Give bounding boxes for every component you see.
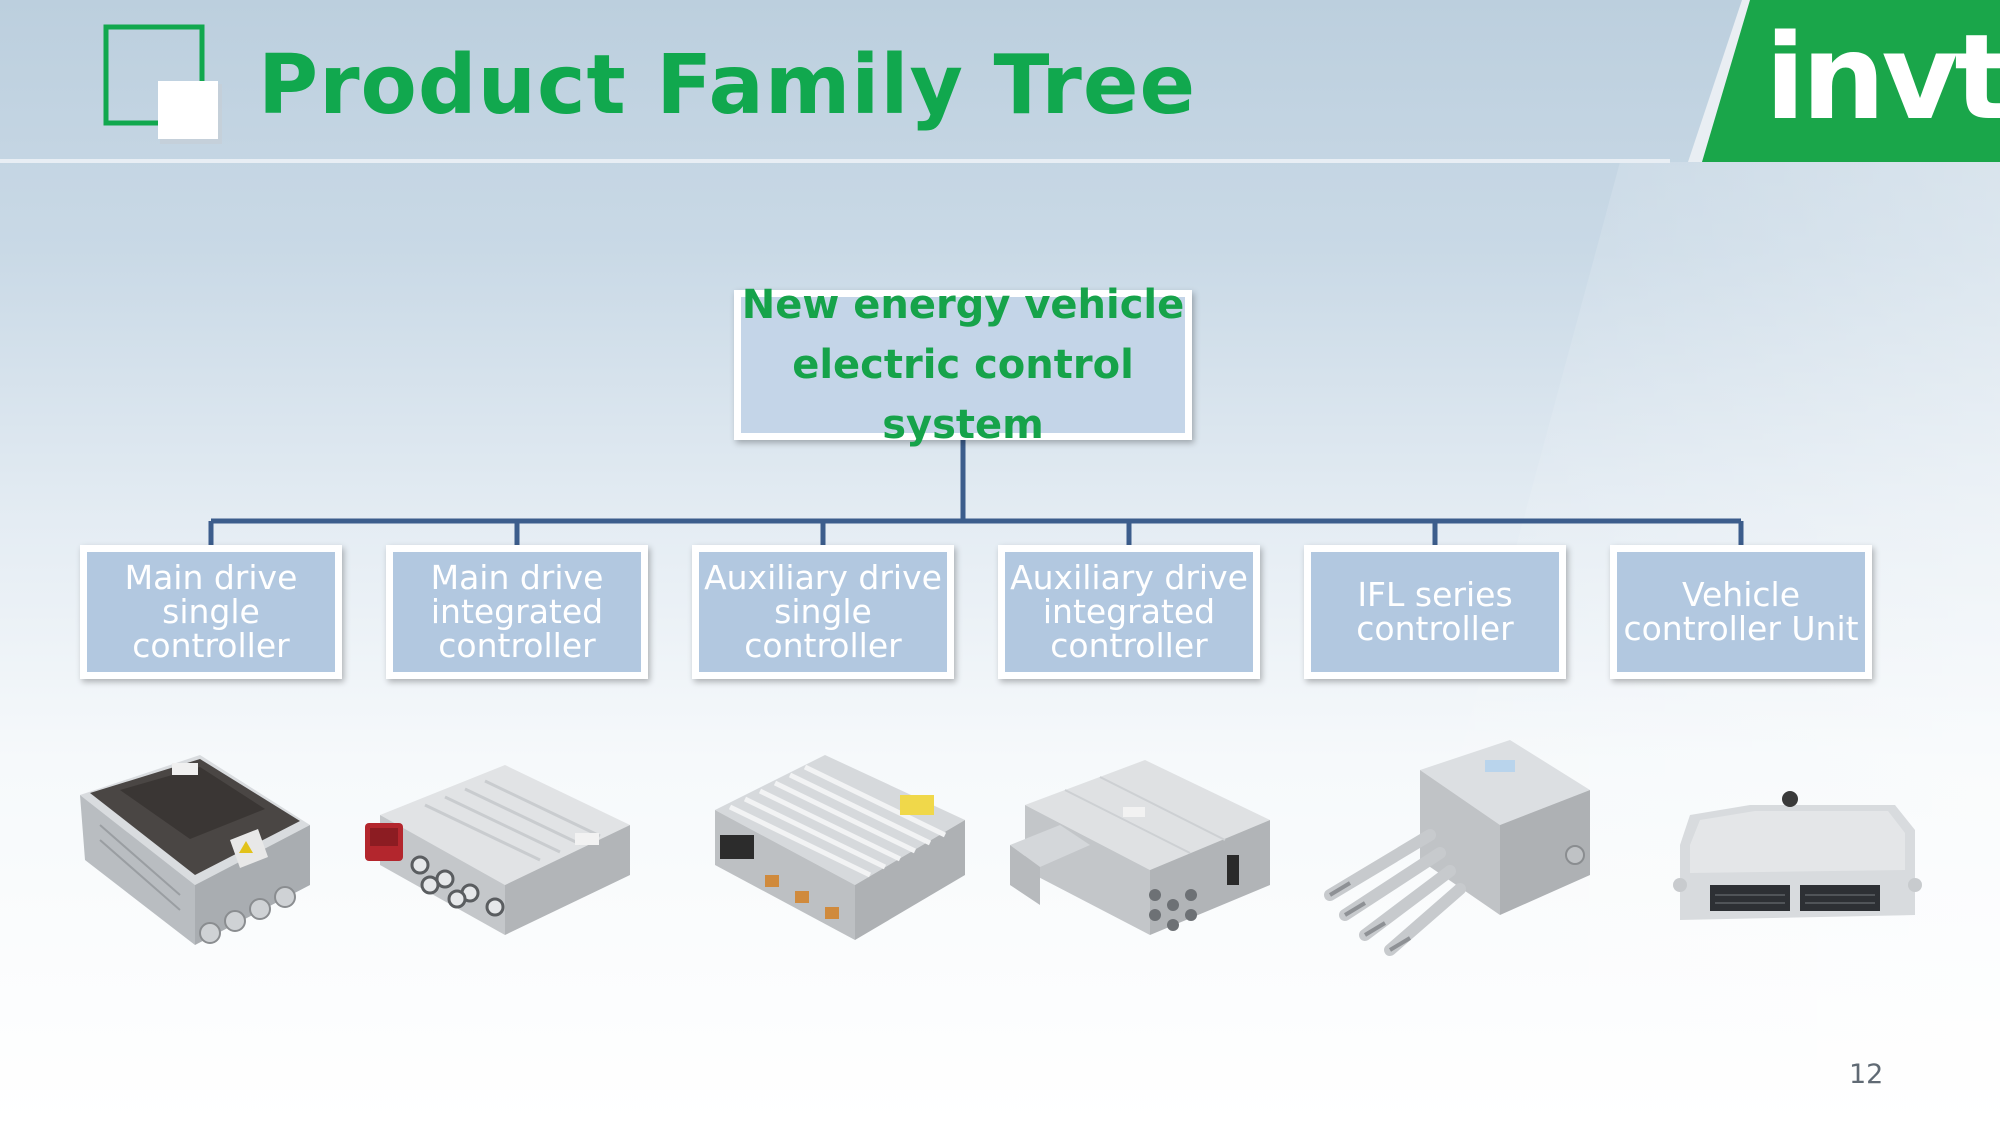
auxiliary-drive-integrated-controller-photo (1010, 760, 1270, 935)
node-auxiliary-drive-integrated-controller: Auxiliary drive integrated controller (998, 545, 1260, 679)
page-title: Product Family Tree (258, 38, 1197, 133)
node-label: Main drive single controller (124, 558, 298, 665)
page-number: 12 (1849, 1059, 1884, 1090)
main-drive-single-controller-photo (80, 755, 310, 945)
brand-logo: invt (1765, 8, 2000, 146)
node-label: Auxiliary drive single controller (704, 558, 942, 665)
node-label: Vehicle controller Unit (1623, 575, 1859, 648)
node-label: Main drive integrated controller (430, 558, 604, 665)
vehicle-controller-unit-photo (1673, 791, 1922, 920)
node-vehicle-controller-unit: Vehicle controller Unit (1610, 545, 1872, 679)
ifl-series-controller-photo (1324, 740, 1590, 956)
root-node-line2: electric control system (792, 342, 1134, 448)
node-ifl-series-controller: IFL series controller (1304, 545, 1566, 679)
auxiliary-drive-single-controller-photo (715, 755, 965, 940)
main-drive-integrated-controller-photo (365, 765, 630, 935)
header-divider (0, 159, 1670, 163)
title-square-icon (103, 24, 222, 144)
node-auxiliary-drive-single-controller: Auxiliary drive single controller (692, 545, 954, 679)
brand-logo-panel (1688, 0, 2000, 162)
node-main-drive-integrated-controller: Main drive integrated controller (386, 545, 648, 679)
root-node-line1: New energy vehicle (741, 282, 1185, 328)
node-label: IFL series controller (1356, 575, 1514, 648)
node-label: Auxiliary drive integrated controller (1010, 558, 1248, 665)
node-main-drive-single-controller: Main drive single controller (80, 545, 342, 679)
root-node: New energy vehicle electric control syst… (734, 282, 1192, 448)
